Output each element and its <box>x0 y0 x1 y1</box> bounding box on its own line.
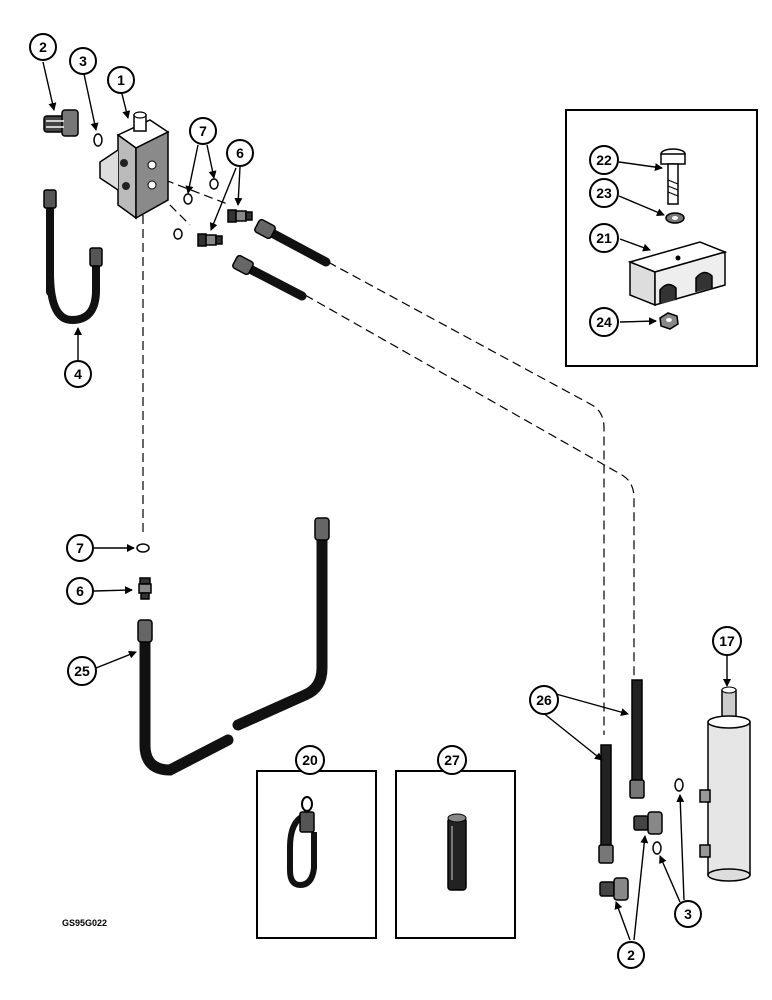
callout-27: 27 <box>437 745 467 775</box>
valve-block-part <box>99 111 170 220</box>
hydraulic-cylinder-part-17 <box>699 686 751 882</box>
adapter-fittings <box>138 209 253 600</box>
callout-2-bottom: 2 <box>617 941 645 969</box>
svg-text:22: 22 <box>596 152 612 168</box>
svg-text:21: 21 <box>596 230 612 246</box>
leader-lines <box>42 61 731 941</box>
svg-text:17: 17 <box>719 633 735 649</box>
elbow-fittings-bottom <box>599 811 663 901</box>
figure-code: GS95G022 <box>62 918 107 928</box>
callout-20: 20 <box>295 745 325 775</box>
callout-26: 26 <box>529 685 559 715</box>
svg-text:2: 2 <box>39 39 47 55</box>
callout-6-bottom: 6 <box>66 577 94 605</box>
short-hoses-valve <box>232 218 331 301</box>
callout-23: 23 <box>589 178 619 208</box>
callout-17: 17 <box>712 626 742 656</box>
svg-text:26: 26 <box>536 692 552 708</box>
callout-21: 21 <box>589 223 619 253</box>
inset-box-sleeve-part-27 <box>395 770 516 939</box>
svg-text:6: 6 <box>236 145 244 161</box>
svg-text:25: 25 <box>74 663 90 679</box>
callout-7-bottom: 7 <box>66 534 94 562</box>
callout-3-bottom: 3 <box>674 900 702 928</box>
callout-22: 22 <box>589 145 619 175</box>
callout-2-top: 2 <box>29 33 57 61</box>
svg-text:3: 3 <box>684 906 692 922</box>
long-hose-part-25 <box>137 517 330 776</box>
callout-7-top: 7 <box>189 117 217 145</box>
hose-assembly-part-4 <box>43 189 103 325</box>
callout-3-top: 3 <box>69 47 97 75</box>
callout-1: 1 <box>107 66 135 94</box>
svg-text:7: 7 <box>199 123 207 139</box>
o-rings <box>93 133 684 855</box>
svg-text:3: 3 <box>79 53 87 69</box>
elbow-fitting-top <box>43 109 79 137</box>
svg-text:2: 2 <box>627 947 635 963</box>
dashed-routing-lines <box>142 179 635 735</box>
svg-text:24: 24 <box>596 314 612 330</box>
svg-text:20: 20 <box>302 752 318 768</box>
svg-text:4: 4 <box>74 366 82 382</box>
svg-text:27: 27 <box>444 752 460 768</box>
inset-box-strap-part-20 <box>256 770 377 939</box>
inset-box-clamp-parts <box>565 109 758 367</box>
callout-24: 24 <box>589 307 619 337</box>
svg-text:6: 6 <box>76 583 84 599</box>
callout-25: 25 <box>67 656 97 686</box>
svg-text:23: 23 <box>596 185 612 201</box>
svg-text:1: 1 <box>117 72 125 88</box>
callout-6-top: 6 <box>226 139 254 167</box>
svg-text:7: 7 <box>76 540 84 556</box>
long-tubes-part-26 <box>598 679 645 864</box>
callout-4: 4 <box>64 360 92 388</box>
